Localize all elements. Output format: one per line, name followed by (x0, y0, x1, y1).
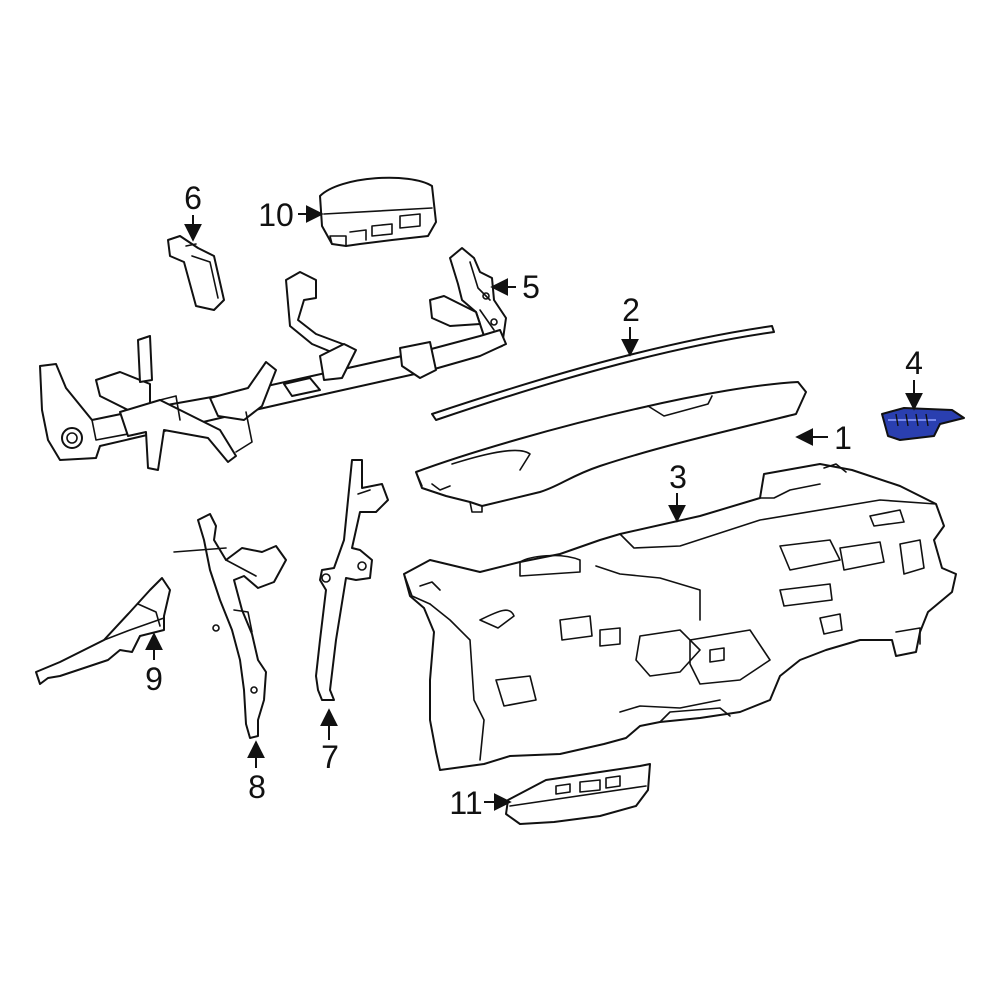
part-1-upper-panel[interactable] (415, 381, 807, 513)
callout-labels: 1 2 3 4 5 6 7 8 9 10 11 (145, 180, 923, 821)
part-2-defroster-strip[interactable] (431, 325, 775, 421)
part-5-bracket[interactable] (449, 247, 507, 351)
part-6-bracket[interactable] (167, 235, 225, 311)
part-7-brace[interactable] (315, 459, 389, 701)
callout-8: 8 (248, 769, 266, 805)
part-10-passenger-airbag[interactable] (319, 176, 437, 247)
part-3-instrument-panel[interactable] (403, 463, 957, 771)
callout-6: 6 (184, 180, 202, 216)
cross-car-beam[interactable] (39, 271, 507, 471)
part-8-brace[interactable] (173, 513, 287, 739)
callout-4: 4 (905, 345, 923, 381)
part-9-knee-bracket[interactable] (35, 577, 171, 685)
callout-7: 7 (321, 739, 339, 775)
callout-2: 2 (622, 292, 640, 328)
callout-11: 11 (449, 785, 482, 821)
part-4-side-vent-bracket[interactable] (881, 407, 965, 441)
callout-10: 10 (258, 197, 294, 233)
leader-lines (145, 205, 923, 811)
callout-9: 9 (145, 661, 163, 697)
callout-3: 3 (669, 459, 687, 495)
callout-5: 5 (522, 269, 540, 305)
callout-1: 1 (834, 420, 852, 456)
part-11-lower-vent[interactable] (505, 763, 651, 825)
